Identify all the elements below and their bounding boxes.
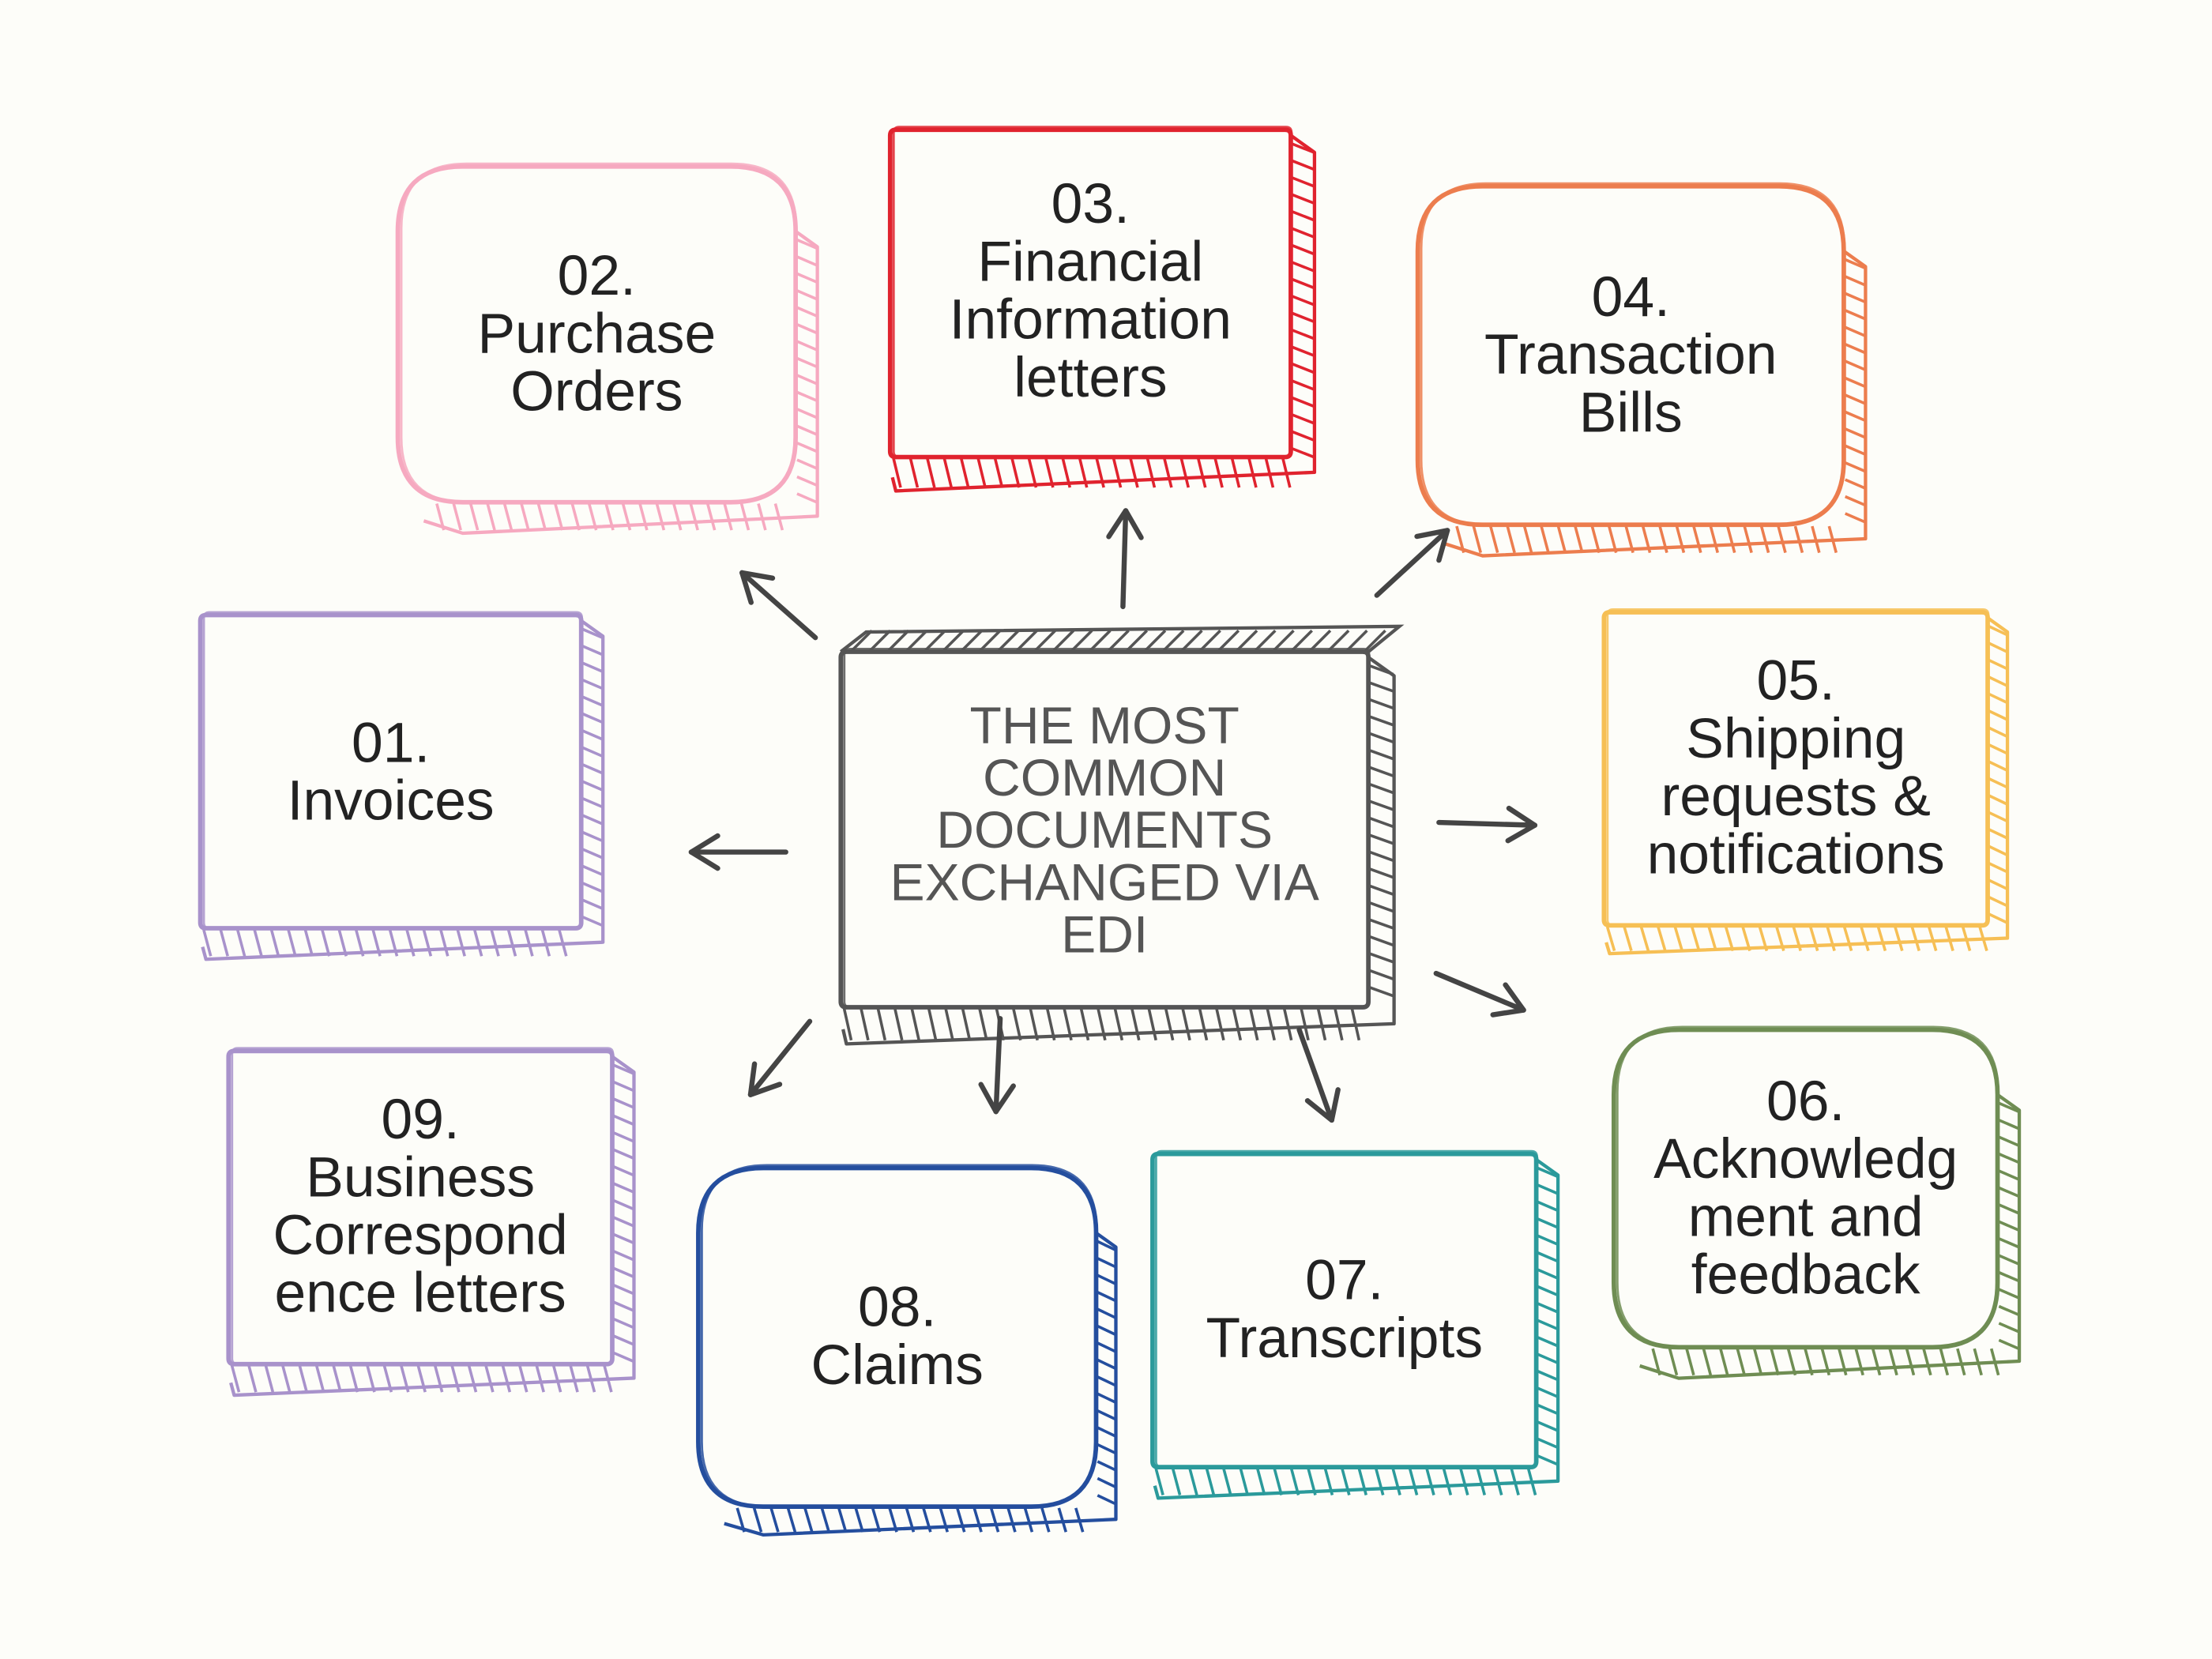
box-transaction-bills: 04. Transaction Bills: [1418, 186, 1844, 525]
box-acknowledgment-label-3: feedback: [1691, 1243, 1920, 1306]
center-title-line-1: THE MOST: [969, 696, 1240, 754]
box-07-shadow: [1153, 1158, 1560, 1500]
connector-arrows: [688, 508, 1538, 1123]
box-08-shadow: [724, 1231, 1118, 1537]
box-shipping-label-1: Shipping: [1686, 708, 1906, 770]
box-transcripts-label: Transcripts: [1206, 1307, 1484, 1370]
box-outlines: [198, 126, 2000, 1509]
box-02-outline: [395, 162, 798, 505]
box-shipping-label-3: notifications: [1646, 823, 1945, 886]
box-08-outline: [696, 1164, 1099, 1509]
box-transaction-label-1: Transaction: [1484, 323, 1778, 386]
box-invoices: 01. Invoices: [201, 621, 581, 924]
box-09-outline: [226, 1047, 615, 1367]
box-03-outline: [887, 126, 1293, 460]
box-business-label-3: ence letters: [274, 1262, 566, 1325]
arrow-3: [1374, 528, 1450, 598]
box-04-shadow: [1443, 250, 1868, 558]
box-acknowledgment-feedback: 06. Acknowledg ment and feedback: [1614, 1030, 1998, 1348]
center-title: THE MOST COMMON DOCUMENTS EXCHANGED VIA …: [841, 652, 1368, 1007]
box-shipping-requests: 05. Shipping requests & notifications: [1604, 612, 1988, 925]
box-financial-information-letters: 03. Financial Information letters: [890, 130, 1291, 454]
arrow-1: [739, 570, 818, 641]
center-box-outline: [838, 647, 1371, 1010]
box-invoices-label: Invoices: [287, 769, 495, 832]
box-financial-label-1: Financial: [977, 231, 1204, 294]
center-box-shadow: [841, 656, 1396, 1046]
box-shipping-label-2: requests &: [1661, 766, 1931, 829]
center-title-line-2: COMMON: [983, 748, 1227, 807]
box-transcripts-number: 07.: [1305, 1250, 1384, 1312]
box-transaction-number: 04.: [1591, 265, 1670, 329]
box-01-shadow: [201, 619, 605, 961]
box-transcripts: 07. Transcripts: [1153, 1154, 1537, 1467]
arrow-9: [1296, 1027, 1341, 1123]
box-business-number: 09.: [381, 1089, 460, 1152]
box-claims-number: 08.: [858, 1277, 937, 1339]
box-05-outline: [1601, 608, 1990, 928]
box-acknowledgment-number: 06.: [1766, 1070, 1845, 1133]
arrow-5: [1436, 805, 1538, 844]
box-06-outline: [1611, 1025, 2000, 1350]
box-01-outline: [198, 611, 584, 931]
box-claims-label: Claims: [811, 1334, 984, 1397]
arrow-2: [1106, 508, 1144, 610]
box-purchase-orders: 02. Purchase Orders: [398, 167, 796, 502]
box-transaction-label-2: Bills: [1578, 382, 1683, 444]
arrow-4: [688, 833, 788, 871]
center-title-line-5: EDI: [1061, 905, 1149, 963]
arrow-8: [978, 1016, 1016, 1115]
center-title-line-4: EXCHANGED VIA: [890, 852, 1319, 911]
box-purchase-orders-label-2: Orders: [510, 360, 683, 423]
box-acknowledgment-label-1: Acknowledg: [1653, 1127, 1958, 1191]
box-financial-label-3: letters: [1014, 347, 1168, 409]
center-title-line-3: DOCUMENTS: [936, 800, 1273, 859]
arrow-6: [1433, 970, 1526, 1018]
box-business-label-2: Correspond: [273, 1204, 568, 1267]
box-03-shadow: [890, 134, 1317, 493]
center-box-top-hatch: [839, 624, 1405, 653]
box-business-label-1: Business: [306, 1146, 536, 1209]
box-business-correspondence: 09. Business Correspond ence letters: [228, 1051, 612, 1364]
box-02-shadow: [423, 230, 819, 536]
box-09-shadow: [229, 1055, 636, 1398]
box-claims: 08. Claims: [698, 1168, 1097, 1507]
box-07-outline: [1150, 1149, 1539, 1469]
arrow-7: [747, 1018, 813, 1097]
box-shadows: [201, 134, 2022, 1537]
box-06-shadow: [1639, 1093, 2022, 1380]
box-financial-number: 03.: [1051, 173, 1130, 236]
box-acknowledgment-label-2: ment and: [1687, 1185, 1924, 1248]
box-04-outline: [1415, 182, 1846, 528]
box-purchase-orders-number: 02.: [557, 244, 636, 307]
box-shipping-number: 05.: [1756, 650, 1835, 713]
box-05-shadow: [1604, 616, 2010, 956]
box-purchase-orders-label-1: Purchase: [477, 303, 717, 365]
box-financial-label-2: Information: [949, 289, 1232, 352]
box-invoices-number: 01.: [351, 711, 431, 774]
